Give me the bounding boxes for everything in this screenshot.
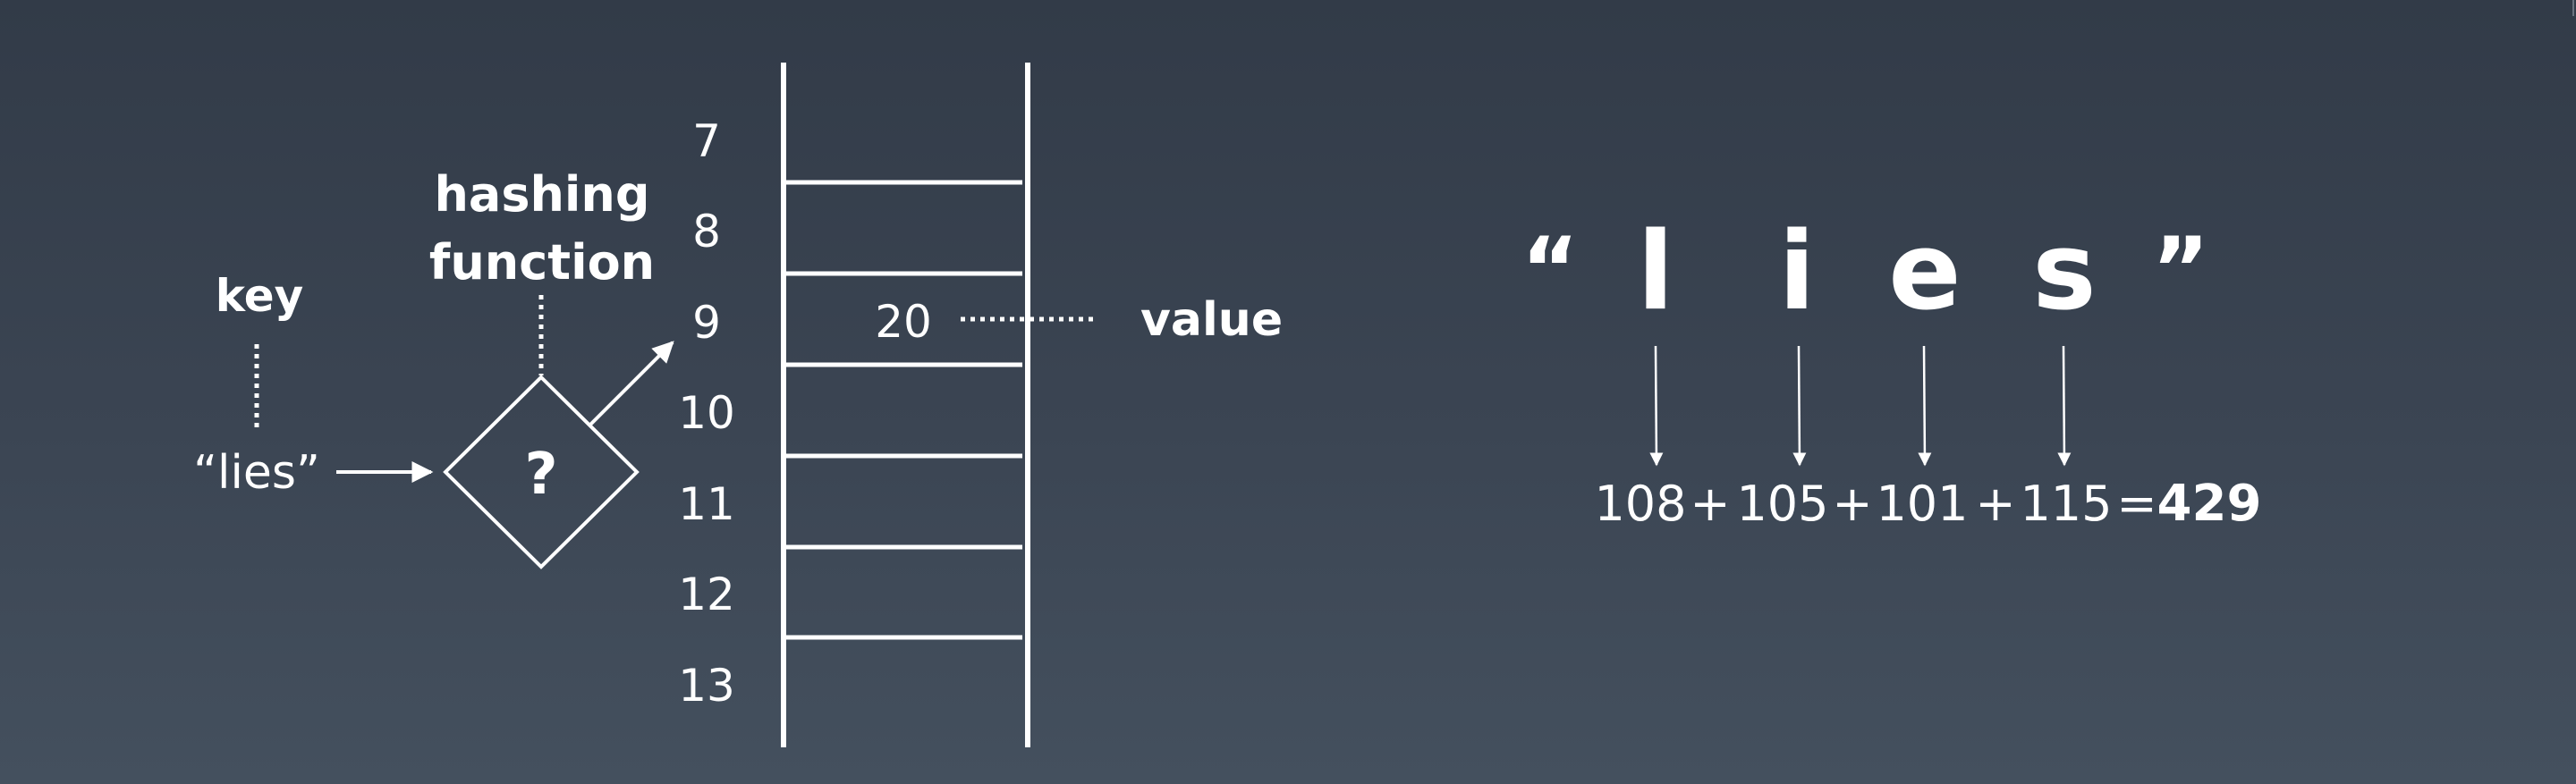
table-index: 9 xyxy=(692,297,721,349)
equals-sign: = xyxy=(2116,476,2157,532)
hashing-function-label-line2: function xyxy=(429,234,655,291)
value-label: value xyxy=(1140,293,1283,347)
table-index: 10 xyxy=(678,387,735,439)
table-index: 11 xyxy=(678,478,735,530)
key-label: key xyxy=(216,270,303,322)
sum-result: 429 xyxy=(2157,475,2262,533)
table-index: 8 xyxy=(692,206,721,257)
char-code: 115 xyxy=(2020,476,2112,532)
table-index: 12 xyxy=(678,569,735,620)
letter: e xyxy=(1888,210,1961,334)
char-code: 101 xyxy=(1876,476,1968,532)
table-index: 7 xyxy=(692,115,721,167)
hashing-function-diamond xyxy=(443,375,640,569)
letter-to-code-arrow xyxy=(2057,345,2072,467)
stored-value: 20 xyxy=(875,296,932,348)
close-quote: ” xyxy=(2152,219,2209,321)
plus-sign: + xyxy=(1975,476,2015,532)
open-quote: “ xyxy=(1521,219,1579,321)
table-index: 13 xyxy=(678,660,735,712)
letter-to-code-arrow xyxy=(1792,345,1807,467)
letter: s xyxy=(2032,210,2096,334)
letter-to-code-arrow xyxy=(1649,345,1664,467)
hashing-function-symbol: ? xyxy=(524,442,557,508)
plus-sign: + xyxy=(1832,476,1872,532)
input-key-text: “lies” xyxy=(193,446,320,500)
letter: l xyxy=(1637,210,1674,334)
hashing-function-label-line1: hashing xyxy=(434,166,649,223)
letter: i xyxy=(1778,210,1815,334)
function-to-slot-arrow xyxy=(589,341,674,426)
char-code: 108 xyxy=(1594,476,1686,532)
scrollbar-edge xyxy=(2572,0,2574,16)
hash-table xyxy=(781,63,1030,747)
plus-sign: + xyxy=(1690,476,1730,532)
char-code: 105 xyxy=(1736,476,1828,532)
letter-to-code-arrow xyxy=(1918,345,1932,467)
